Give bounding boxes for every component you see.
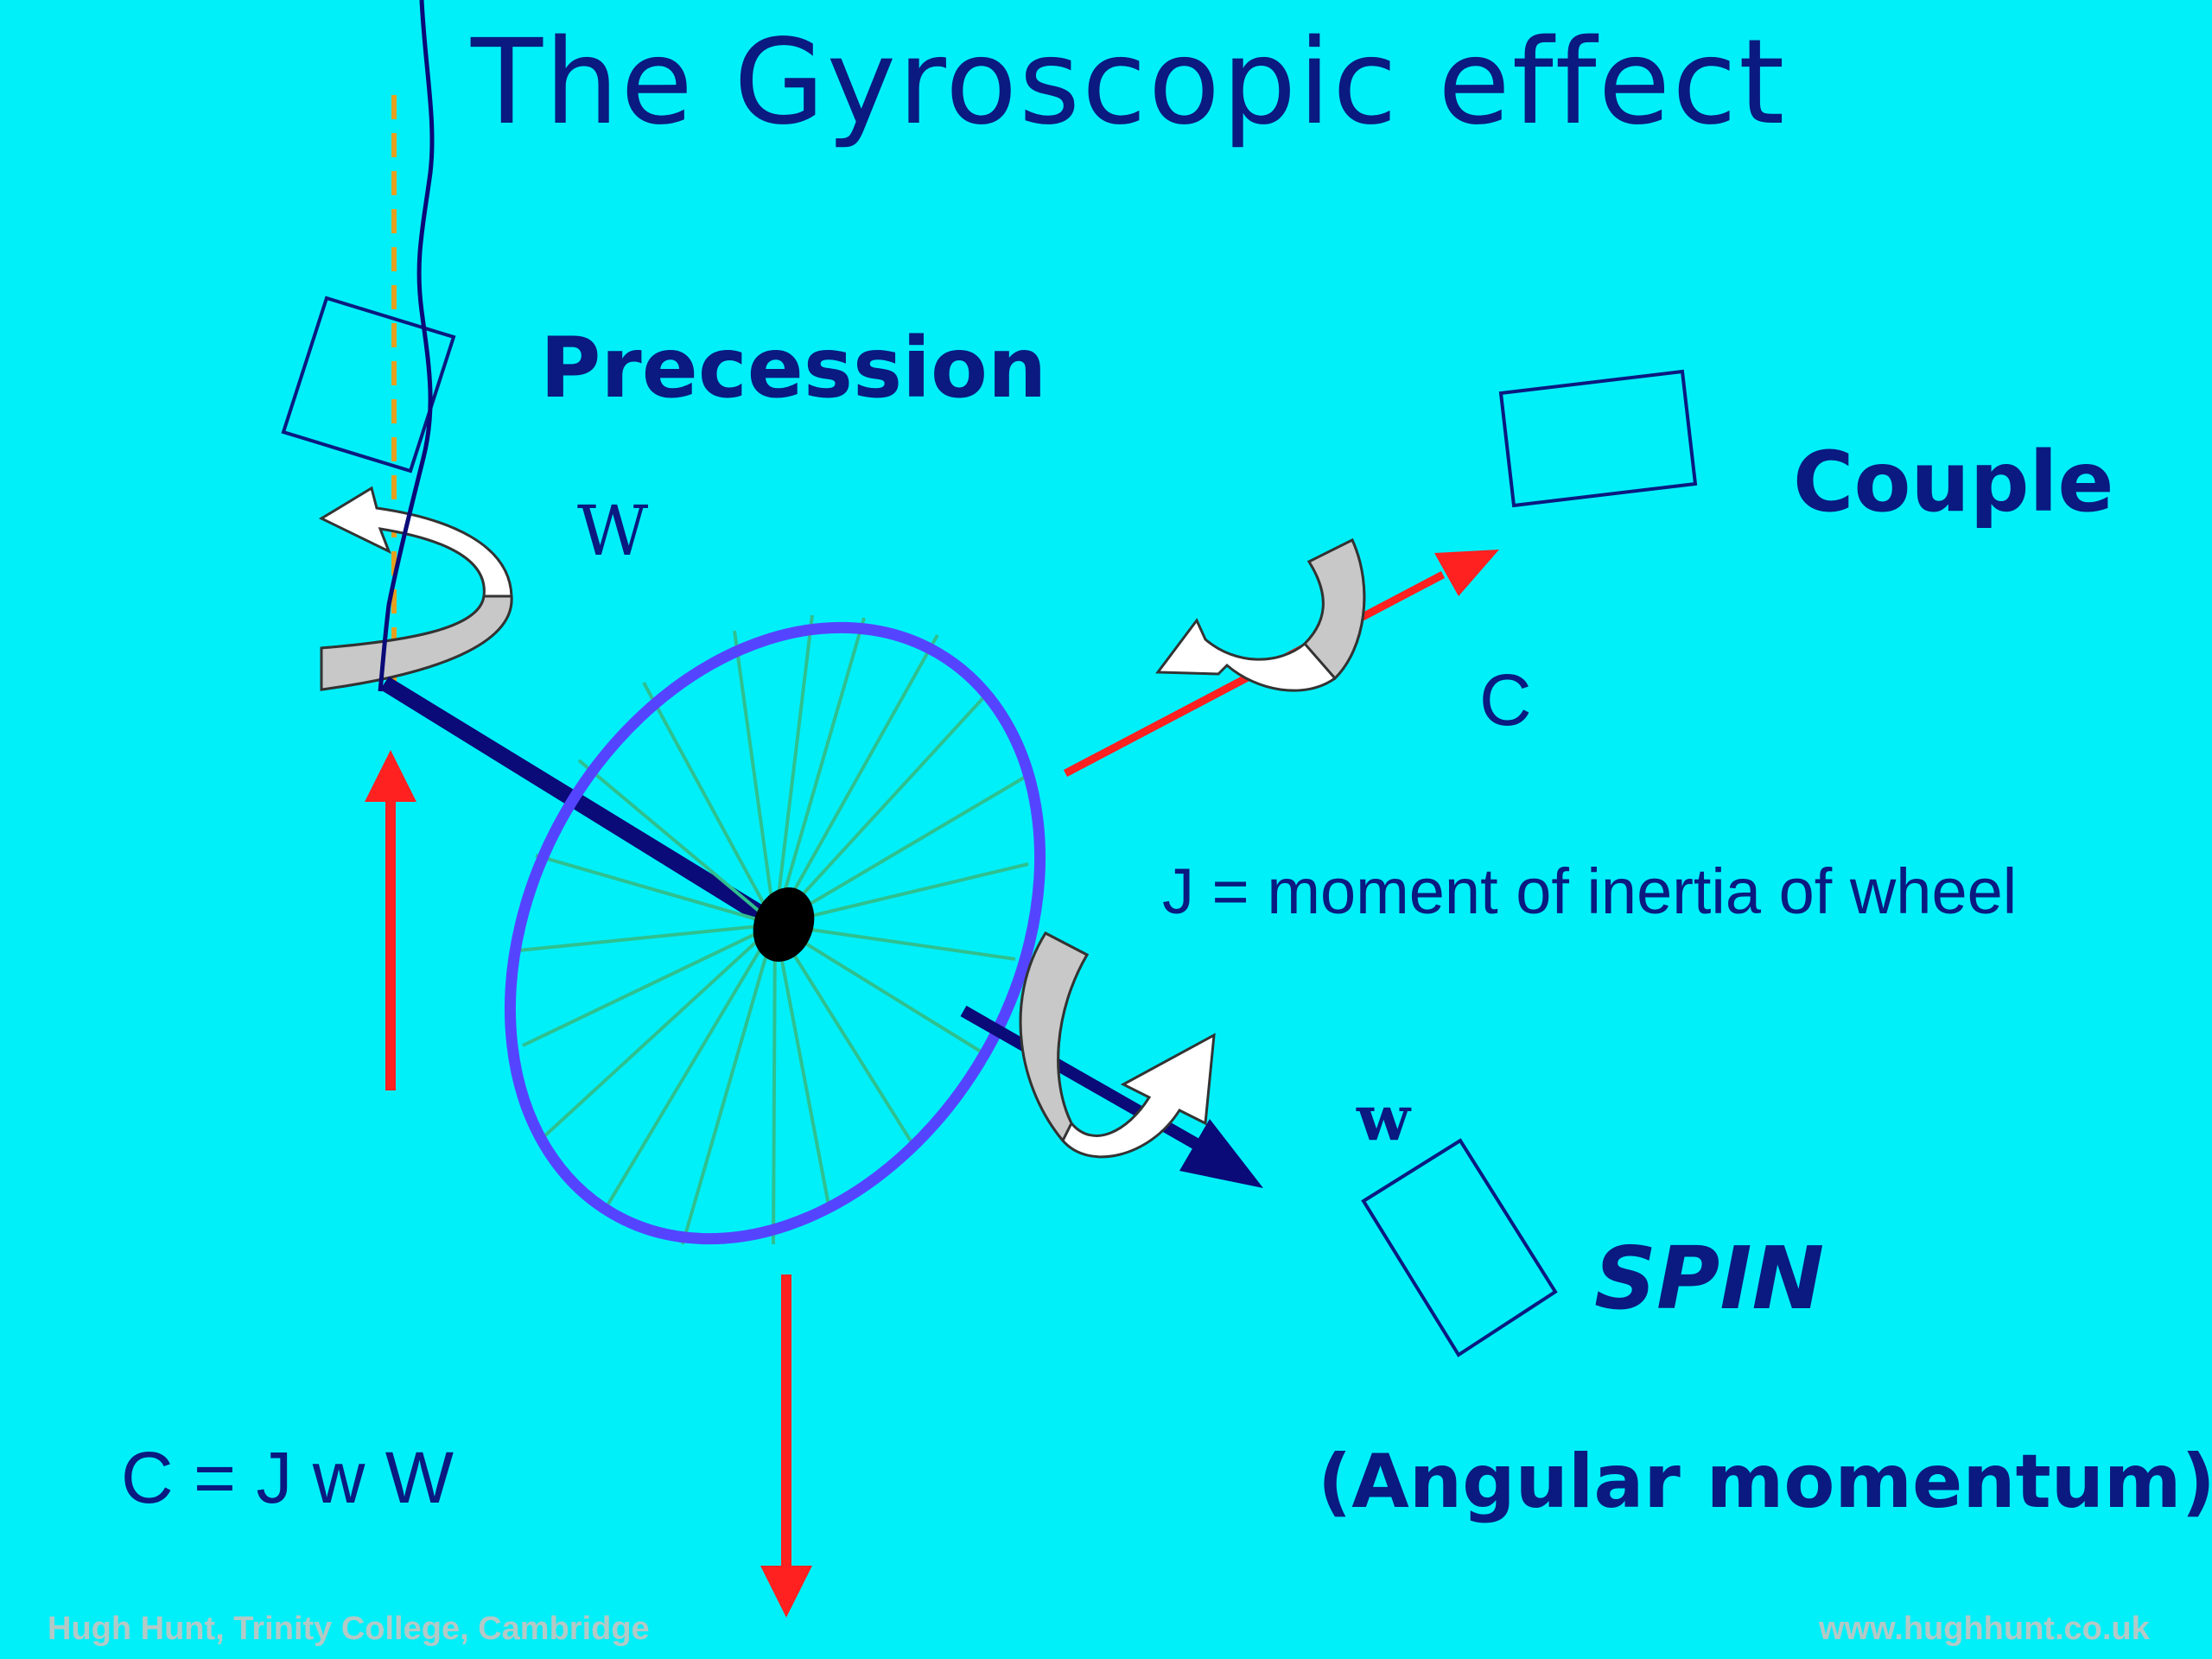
spin-rotation-arrow (1019, 931, 1216, 1159)
spin-axis-arrow (960, 1005, 1263, 1188)
suspension-string (378, 0, 435, 692)
couple-label: Couple (1793, 434, 2114, 531)
wheel-rim (504, 621, 1046, 1245)
couple-symbol-box (1498, 369, 1698, 508)
footer-website: www.hughhunt.co.uk (1819, 1611, 2150, 1647)
wheel-spokes (518, 614, 1029, 1245)
wheel-hub (753, 887, 815, 962)
precession-symbol-label: W (577, 491, 649, 571)
spin-symbol-label: w (1357, 1081, 1410, 1154)
axle (380, 677, 780, 931)
couple-symbol-label: C (1479, 659, 1532, 741)
precession-rotation-arrow (318, 486, 513, 691)
spin-label: SPIN (1594, 1228, 1825, 1329)
footer-author: Hugh Hunt, Trinity College, Cambridge (48, 1611, 650, 1647)
gyroscopic-equation: C = J w W (121, 1437, 454, 1518)
precession-label: Precession (540, 320, 1047, 416)
precession-symbol-box (281, 296, 456, 474)
spin-symbol-box (1361, 1138, 1558, 1357)
angular-momentum-label: (Angular momentum) (1318, 1439, 2212, 1525)
couple-rotation-arrow (1155, 537, 1366, 692)
slide-title: The Gyroscopic effect (471, 15, 1787, 151)
inertia-definition: J = moment of inertia of wheel (1162, 855, 2018, 927)
